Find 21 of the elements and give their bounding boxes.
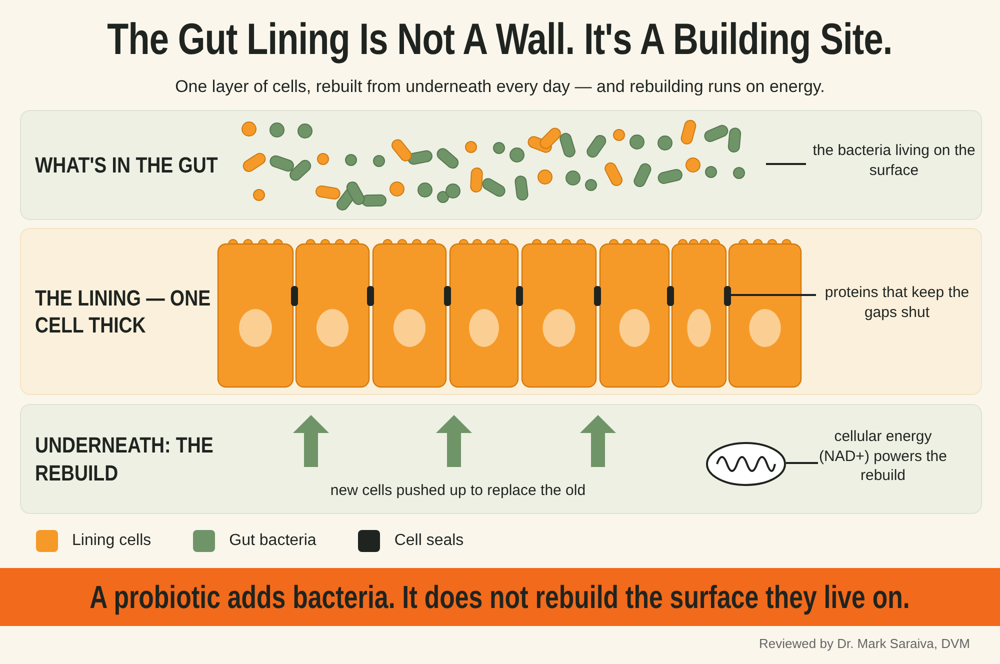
leader-line (786, 462, 818, 464)
section-band (20, 228, 982, 395)
section-band (20, 404, 982, 514)
section-heading: UNDERNEATH: THE REBUILD (35, 432, 214, 486)
title: The Gut Lining Is Not A Wall. It's A Building Site. (107, 15, 893, 65)
legend-label: Gut bacteria (229, 532, 316, 550)
annotation-text: proteins that keep the gaps shut (817, 283, 977, 322)
reviewer-credit: Reviewed by Dr. Mark Saraiva, DVM (759, 636, 970, 651)
legend-label: Lining cells (72, 532, 152, 550)
leader-line (730, 294, 816, 296)
section-band (20, 110, 982, 220)
annotation-text: the bacteria living on the surface (807, 141, 981, 180)
legend-label: Cell seals (394, 532, 464, 550)
section-heading: WHAT'S IN THE GUT (35, 151, 219, 179)
leader-line (766, 163, 806, 165)
annotation-text: cellular energy (NAD+) powers the rebuild (819, 427, 947, 486)
cell-seal (724, 286, 731, 306)
caption-text: new cells pushed up to replace the old (329, 482, 587, 499)
banner-text: A probiotic adds bacteria. It does not rebuild the surface they live on. (90, 578, 910, 616)
section-heading: THE LINING — ONE CELL THICK (35, 284, 212, 339)
subtitle: One layer of cells, rebuilt from underneath every day — and rebuilding runs on energy. (175, 77, 825, 97)
